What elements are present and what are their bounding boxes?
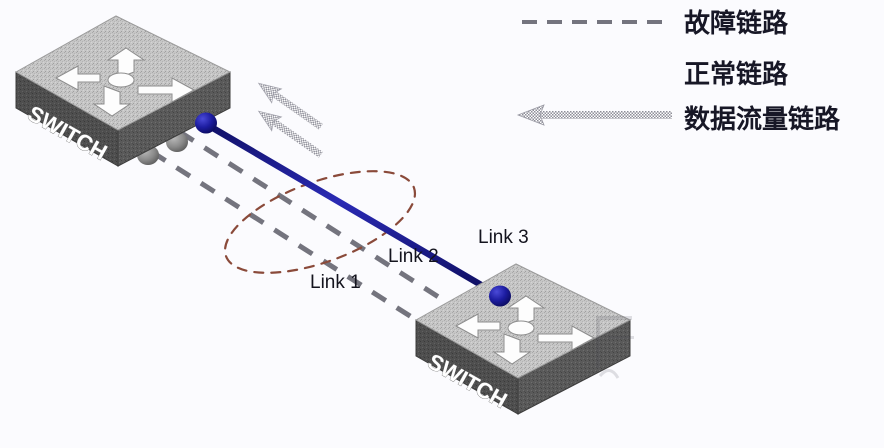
legend-item-data-traffic-link: 数据流量链路 bbox=[516, 104, 841, 135]
link-3-endpoints bbox=[195, 112, 511, 307]
normal-link-group bbox=[202, 120, 504, 300]
legend-swatch-arrow-left bbox=[516, 104, 545, 126]
legend-item-faulty-link: 故障链路 bbox=[522, 8, 789, 39]
link-labels: Link 1 Link 2 Link 3 bbox=[310, 227, 529, 293]
traffic-arrow-1-head bbox=[257, 82, 283, 104]
legend-label-faulty-link: 故障链路 bbox=[684, 8, 789, 39]
faulty-links-group bbox=[150, 129, 464, 333]
link-1-path bbox=[150, 149, 434, 333]
link-3-endpoint-right bbox=[489, 285, 511, 307]
watermark-artifact bbox=[596, 316, 634, 379]
link-2-label: Link 2 bbox=[388, 246, 439, 267]
legend-label-normal-link: 正常链路 bbox=[684, 59, 789, 90]
legend-item-normal-link: 正常链路 bbox=[520, 59, 789, 90]
link-1-label: Link 1 bbox=[310, 272, 361, 293]
switch-bottom-right-arrows-glyph bbox=[454, 295, 596, 365]
link-3-label: Link 3 bbox=[478, 227, 529, 248]
link-3-path bbox=[202, 120, 504, 300]
legend: 故障链路 正常链路 数据流量链路 bbox=[516, 8, 841, 135]
legend-swatch-halftone-bar bbox=[540, 111, 672, 119]
traffic-arrow-2-head bbox=[257, 110, 283, 132]
legend-label-data-traffic-link: 数据流量链路 bbox=[684, 104, 841, 135]
switch-top-left-arrows-glyph bbox=[54, 47, 196, 117]
traffic-arrow-2-shaft bbox=[271, 118, 323, 158]
traffic-flow-arrows bbox=[257, 82, 323, 158]
traffic-arrow-1-shaft bbox=[271, 90, 323, 130]
link-3-endpoint-left bbox=[195, 112, 217, 134]
